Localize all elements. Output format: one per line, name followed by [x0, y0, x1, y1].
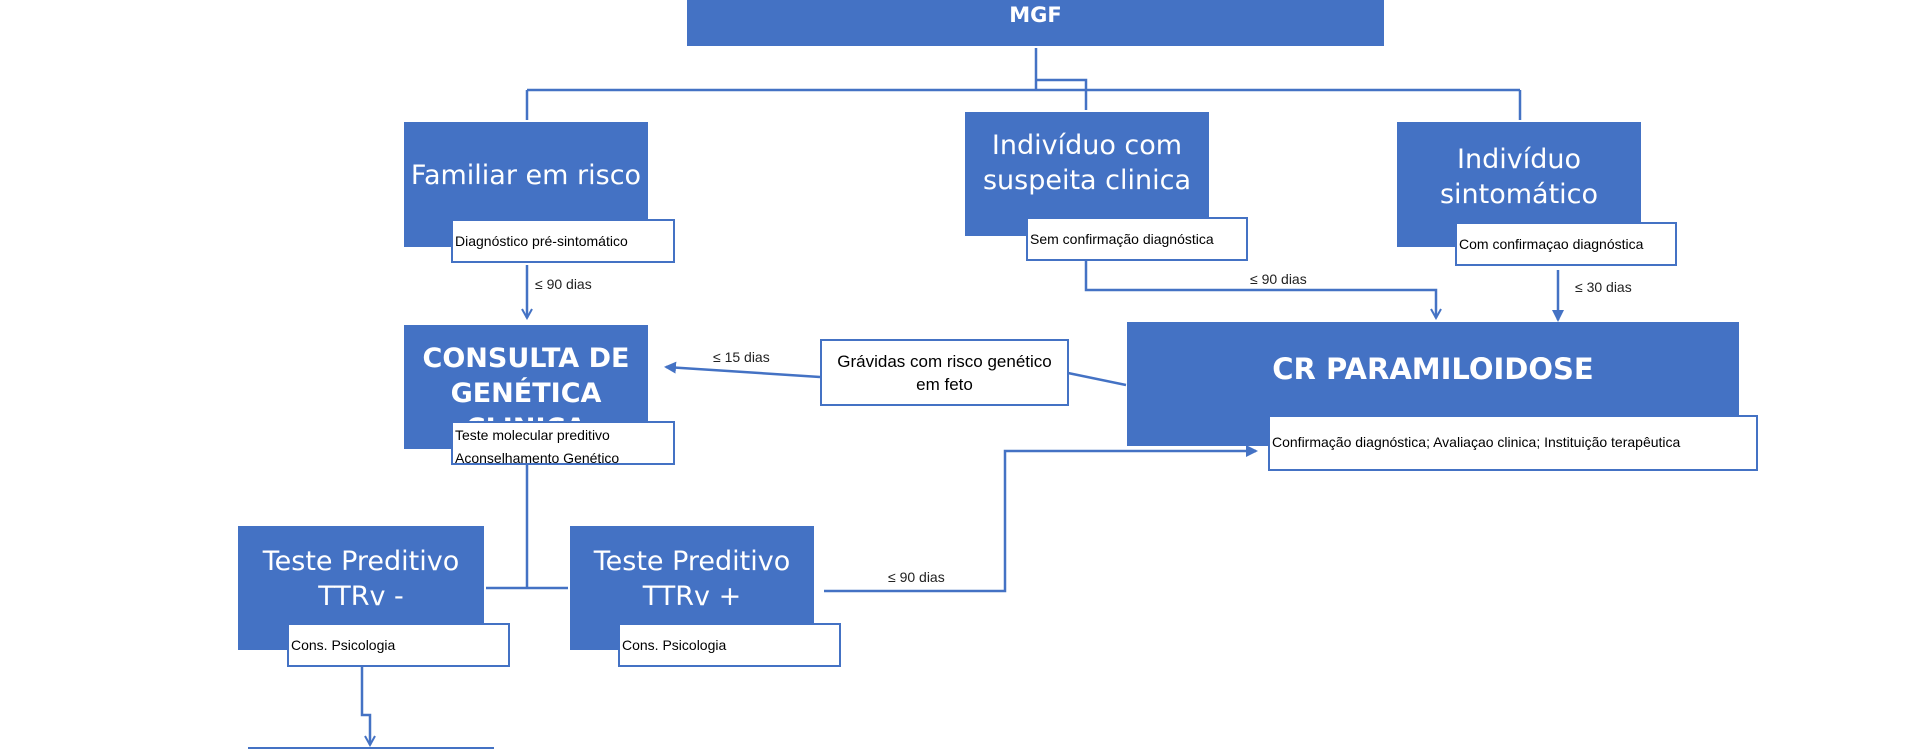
ttrv-pos-sub-text: Cons. Psicologia [622, 637, 727, 653]
suspeita-title-line2: suspeita clinica [982, 165, 1192, 196]
ttrv-pos-to-paramiloidose-label: ≤ 90 dias [888, 569, 945, 585]
ttrv-pos-title: Teste Preditivo TTRv + [594, 544, 791, 614]
familiar-sub-text: Diagnóstico pré-sintomático [455, 233, 628, 249]
sintomatico-sub: Com confirmaçao diagnóstica [1455, 222, 1677, 266]
ttrv-neg-down-arrow [360, 667, 370, 745]
mgf-box: MGF [687, 0, 1384, 46]
sintomatico-sub-text: Com confirmaçao diagnóstica [1459, 236, 1644, 252]
suspeita-box: Indivíduo com suspeita clinica [965, 112, 1209, 236]
gravidas-text: Grávidas com risco genético em feto [837, 350, 1051, 396]
consulta-sub: Teste molecular preditivo Aconselhamento… [451, 421, 675, 466]
ttrv-neg-title-line1: Teste Preditivo [262, 546, 460, 577]
sintomatico-title-line1: Indivíduo [1457, 144, 1581, 175]
consulta-title-line1: CONSULTA DE [422, 343, 630, 374]
ttrv-pos-title-line1: Teste Preditivo [593, 546, 791, 577]
ttrv-pos-title-line2: TTRv + [642, 581, 742, 612]
paramiloidose-to-gravidas-line [1067, 371, 1127, 387]
ttrv-pos-sub: Cons. Psicologia [618, 623, 841, 667]
suspeita-to-paramiloidose-arrow [1084, 248, 1436, 318]
sintomatico-title: Indivíduo sintomático [1440, 142, 1598, 212]
gravidas-to-consulta-label: ≤ 15 dias [713, 349, 770, 365]
familiar-sub: Diagnóstico pré-sintomático [451, 219, 675, 263]
suspeita-sub-text: Sem confirmação diagnóstica [1030, 231, 1214, 247]
suspeita-to-paramiloidose-label: ≤ 90 dias [1250, 271, 1307, 287]
ttrv-neg-title: Teste Preditivo TTRv - [263, 544, 460, 614]
sintomatico-title-line2: sintomático [1439, 179, 1599, 210]
paramiloidose-sub: Confirmação diagnóstica; Avaliaçao clini… [1268, 415, 1758, 471]
mgf-title: MGF [1009, 3, 1062, 27]
gravidas-note: Grávidas com risco genético em feto [820, 339, 1069, 406]
ttrv-neg-sub: Cons. Psicologia [287, 623, 510, 667]
sintomatico-to-paramiloidose-label: ≤ 30 dias [1575, 279, 1632, 295]
mgf-to-suspeita-line [1036, 78, 1088, 110]
familiar-title: Familiar em risco [410, 160, 642, 191]
gravidas-line2: em feto [916, 374, 973, 394]
suspeita-title: Indivíduo com suspeita clinica [983, 128, 1191, 198]
consulta-sub-line2: Aconselhamento Genético [455, 450, 620, 466]
gravidas-to-consulta-arrow [664, 361, 821, 379]
ttrv-pos-to-paramiloidose-arrow [824, 445, 1258, 593]
gravidas-line1: Grávidas com risco genético [837, 351, 1052, 371]
paramiloidose-sub-text: Confirmação diagnóstica; Avaliaçao clini… [1272, 434, 1681, 450]
consulta-sub-line1: Teste molecular preditivo [455, 427, 610, 443]
suspeita-sub: Sem confirmação diagnóstica [1026, 217, 1248, 261]
suspeita-title-line1: Indivíduo com [991, 130, 1183, 161]
ttrv-neg-sub-text: Cons. Psicologia [291, 637, 396, 653]
familiar-to-consulta-label: ≤ 90 dias [535, 276, 592, 292]
paramiloidose-title: CR PARAMILOIDOSE [1272, 352, 1594, 386]
ttrv-neg-title-line2: TTRv - [318, 581, 404, 612]
